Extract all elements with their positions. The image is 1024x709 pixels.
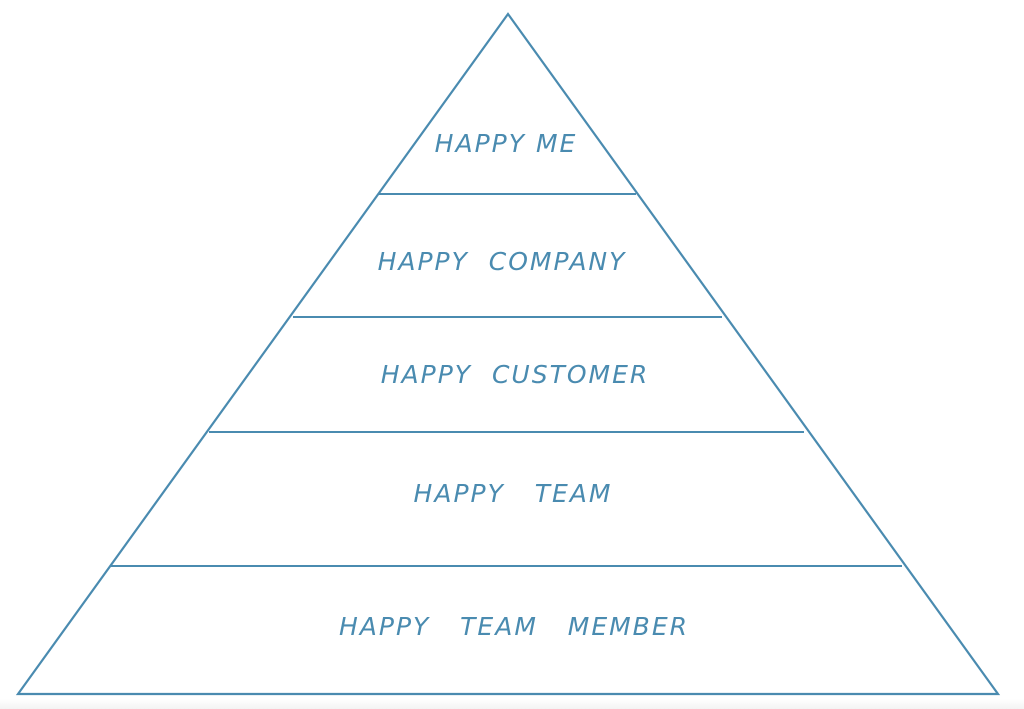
bottom-edge-shadow bbox=[0, 699, 1024, 709]
tier-label-happy-company: HAPPY COMPANY bbox=[378, 247, 627, 276]
tier-label-happy-customer: HAPPY CUSTOMER bbox=[381, 360, 650, 389]
tier-label-happy-team-member: HAPPY TEAM MEMBER bbox=[339, 612, 689, 641]
pyramid-outline bbox=[15, 12, 1001, 696]
tier-label-happy-me: HAPPY ME bbox=[435, 129, 578, 158]
tier-label-happy-team: HAPPY TEAM bbox=[414, 479, 613, 508]
